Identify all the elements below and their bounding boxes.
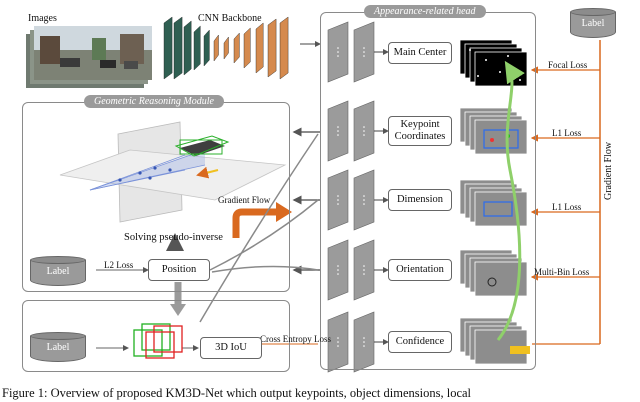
cnn-layer (223, 36, 229, 60)
cnn-layer (233, 32, 240, 64)
label-text-bottom-left: Label (46, 342, 70, 353)
cnn-backbone-layers (163, 16, 289, 80)
gradient-flow-vertical-label: Gradient Flow (603, 141, 614, 200)
l2-loss-label: L2 Loss (104, 260, 134, 270)
appearance-head-title: Appearance-related head (364, 5, 486, 18)
cnn-layer (173, 16, 183, 80)
gradient-flow-arrowhead (276, 202, 292, 222)
geometric-module-title: Geometric Reasoning Module (84, 95, 224, 108)
result-thumbnails (459, 39, 530, 365)
cross-entropy-loss-label: Cross Entropy Loss (260, 334, 332, 344)
cnn-layer (163, 16, 173, 80)
main-center-box: Main Center (388, 42, 452, 64)
cnn-layer (203, 29, 210, 67)
figure-caption: Figure 1: Overview of proposed KM3D-Net … (2, 386, 472, 400)
label-text-mid-left: Label (46, 266, 70, 277)
car-3d-box (174, 135, 230, 157)
dimension-box: Dimension (388, 189, 452, 211)
cnn-backbone-label: CNN Backbone (198, 13, 262, 24)
position-box: Position (148, 259, 210, 281)
orientation-box: Orientation (388, 259, 452, 281)
multi-bin-loss-label: Multi-Bin Loss (534, 267, 590, 277)
gradient-flow-orange-arrow (232, 208, 278, 238)
cnn-layer (183, 20, 192, 76)
keypoint-coordinates-box: Keypoint Coordinates (388, 116, 452, 146)
images-label: Images (28, 13, 57, 24)
loss-flow-lines (530, 40, 601, 345)
label-cylinder-mid-left: Label (30, 256, 86, 286)
l1-loss-label-dimension: L1 Loss (552, 202, 582, 212)
head-feature-maps (327, 21, 389, 373)
green-gradient-arc (496, 60, 525, 341)
connector-arrows (96, 127, 320, 351)
label-cylinder-bottom-left: Label (30, 332, 86, 362)
focal-loss-label: Focal Loss (548, 60, 588, 70)
iou-panel (22, 300, 290, 372)
cnn-layer (193, 25, 201, 71)
cnn-layer (279, 16, 289, 80)
keypoint-line-2: Coordinates (394, 131, 446, 142)
cnn-layer (267, 18, 277, 78)
geometry-scene (59, 121, 287, 223)
gradient-flow-label: Gradient Flow (218, 195, 271, 205)
input-image-stack (26, 26, 152, 88)
label-cylinder-top-right: Label (570, 8, 616, 38)
solving-pseudo-inverse-label: Solving pseudo-inverse (124, 232, 223, 243)
keypoint-line-1: Keypoint (400, 119, 440, 130)
label-text-top-right: Label (581, 18, 605, 29)
cnn-layer (255, 22, 264, 74)
iou-boxes (133, 323, 183, 359)
confidence-box: Confidence (388, 331, 452, 353)
cnn-layer (243, 27, 251, 69)
l1-loss-label-keypoint: L1 Loss (552, 128, 582, 138)
iou-3d-box: 3D IoU (200, 337, 262, 359)
cnn-layer (213, 34, 219, 62)
